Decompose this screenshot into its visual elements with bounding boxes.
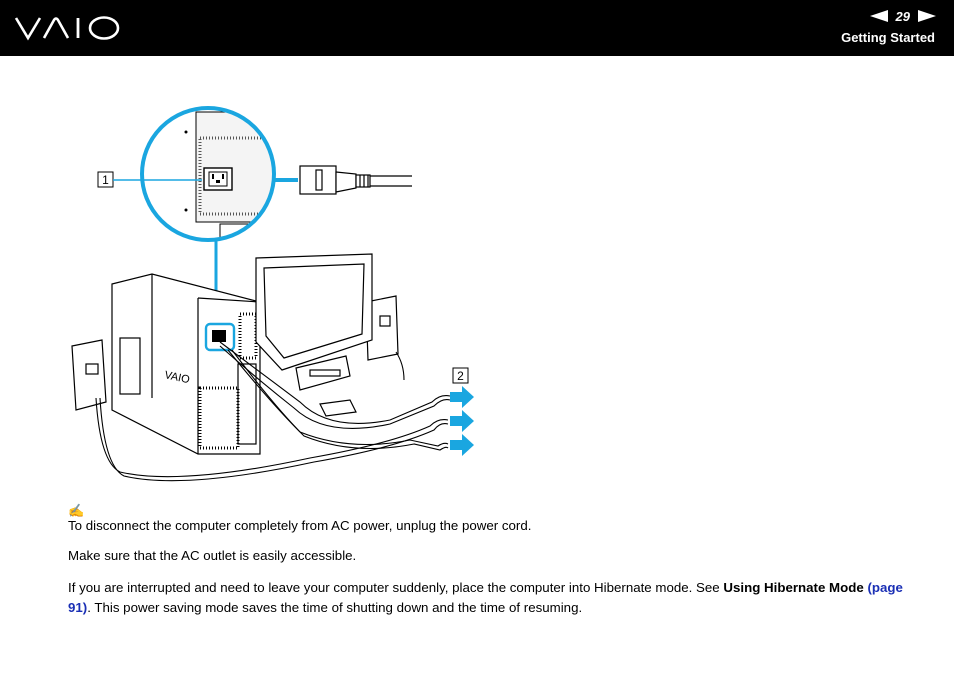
page-navigation: 29 (869, 7, 936, 25)
hibernate-mode-term: Using Hibernate Mode (723, 580, 864, 595)
page-91-link[interactable]: (page 91) (68, 580, 903, 615)
page-header: 29 Getting Started (0, 0, 954, 56)
power-connection-illustration: 1 VAIO (71, 106, 474, 482)
zoom-circle (140, 106, 276, 242)
monitor (255, 253, 373, 391)
connection-arrows (450, 386, 474, 456)
triangle-left-icon[interactable] (869, 10, 888, 22)
note-text: To disconnect the computer completely fr… (68, 518, 532, 533)
power-adapter (319, 399, 357, 417)
left-speaker (71, 339, 107, 411)
pencil-note-icon: ✍ (68, 503, 85, 518)
vaio-logo (14, 16, 120, 41)
svg-text:1: 1 (102, 173, 109, 187)
svg-text:2: 2 (457, 369, 464, 383)
paragraph-hibernate: If you are interrupted and need to leave… (68, 578, 928, 618)
callout-2: 2 (452, 367, 469, 384)
cables (95, 341, 451, 482)
callout-1: 1 (97, 171, 202, 188)
para3-text-1: If you are interrupted and need to leave… (68, 580, 724, 595)
triangle-right-icon[interactable] (918, 10, 936, 22)
paragraph-outlet: Make sure that the AC outlet is easily a… (68, 548, 357, 563)
desktop-tower: VAIO (111, 273, 261, 455)
page-number: 29 (895, 8, 910, 24)
section-title: Getting Started (841, 30, 935, 45)
svg-text:VAIO: VAIO (163, 369, 191, 386)
power-cord-plug (299, 165, 412, 195)
para3-text-2: . This power saving mode saves the time … (87, 600, 583, 615)
